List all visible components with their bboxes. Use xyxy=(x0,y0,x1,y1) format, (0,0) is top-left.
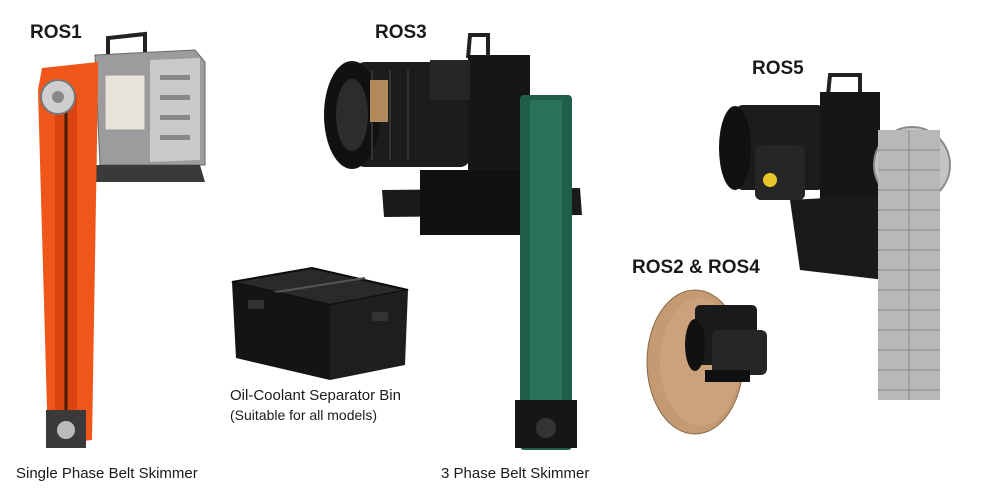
bin-note: (Suitable for all models) xyxy=(230,407,378,423)
ros2-ros4-skimmer-image xyxy=(646,289,767,435)
separator-bin-image xyxy=(231,266,409,380)
ros3-label: ROS3 xyxy=(375,22,427,43)
ros3-skimmer-image xyxy=(324,33,582,450)
ros5-label: ROS5 xyxy=(752,58,804,79)
single-phase-caption: Single Phase Belt Skimmer xyxy=(16,465,198,482)
bin-title: Oil-Coolant Separator Bin xyxy=(230,387,401,404)
three-phase-caption: 3 Phase Belt Skimmer xyxy=(441,465,590,482)
ros1-skimmer-image xyxy=(38,31,206,448)
ros5-skimmer-image xyxy=(719,73,951,400)
ros2-ros4-label: ROS2 & ROS4 xyxy=(632,257,760,278)
ros1-label: ROS1 xyxy=(30,22,82,43)
